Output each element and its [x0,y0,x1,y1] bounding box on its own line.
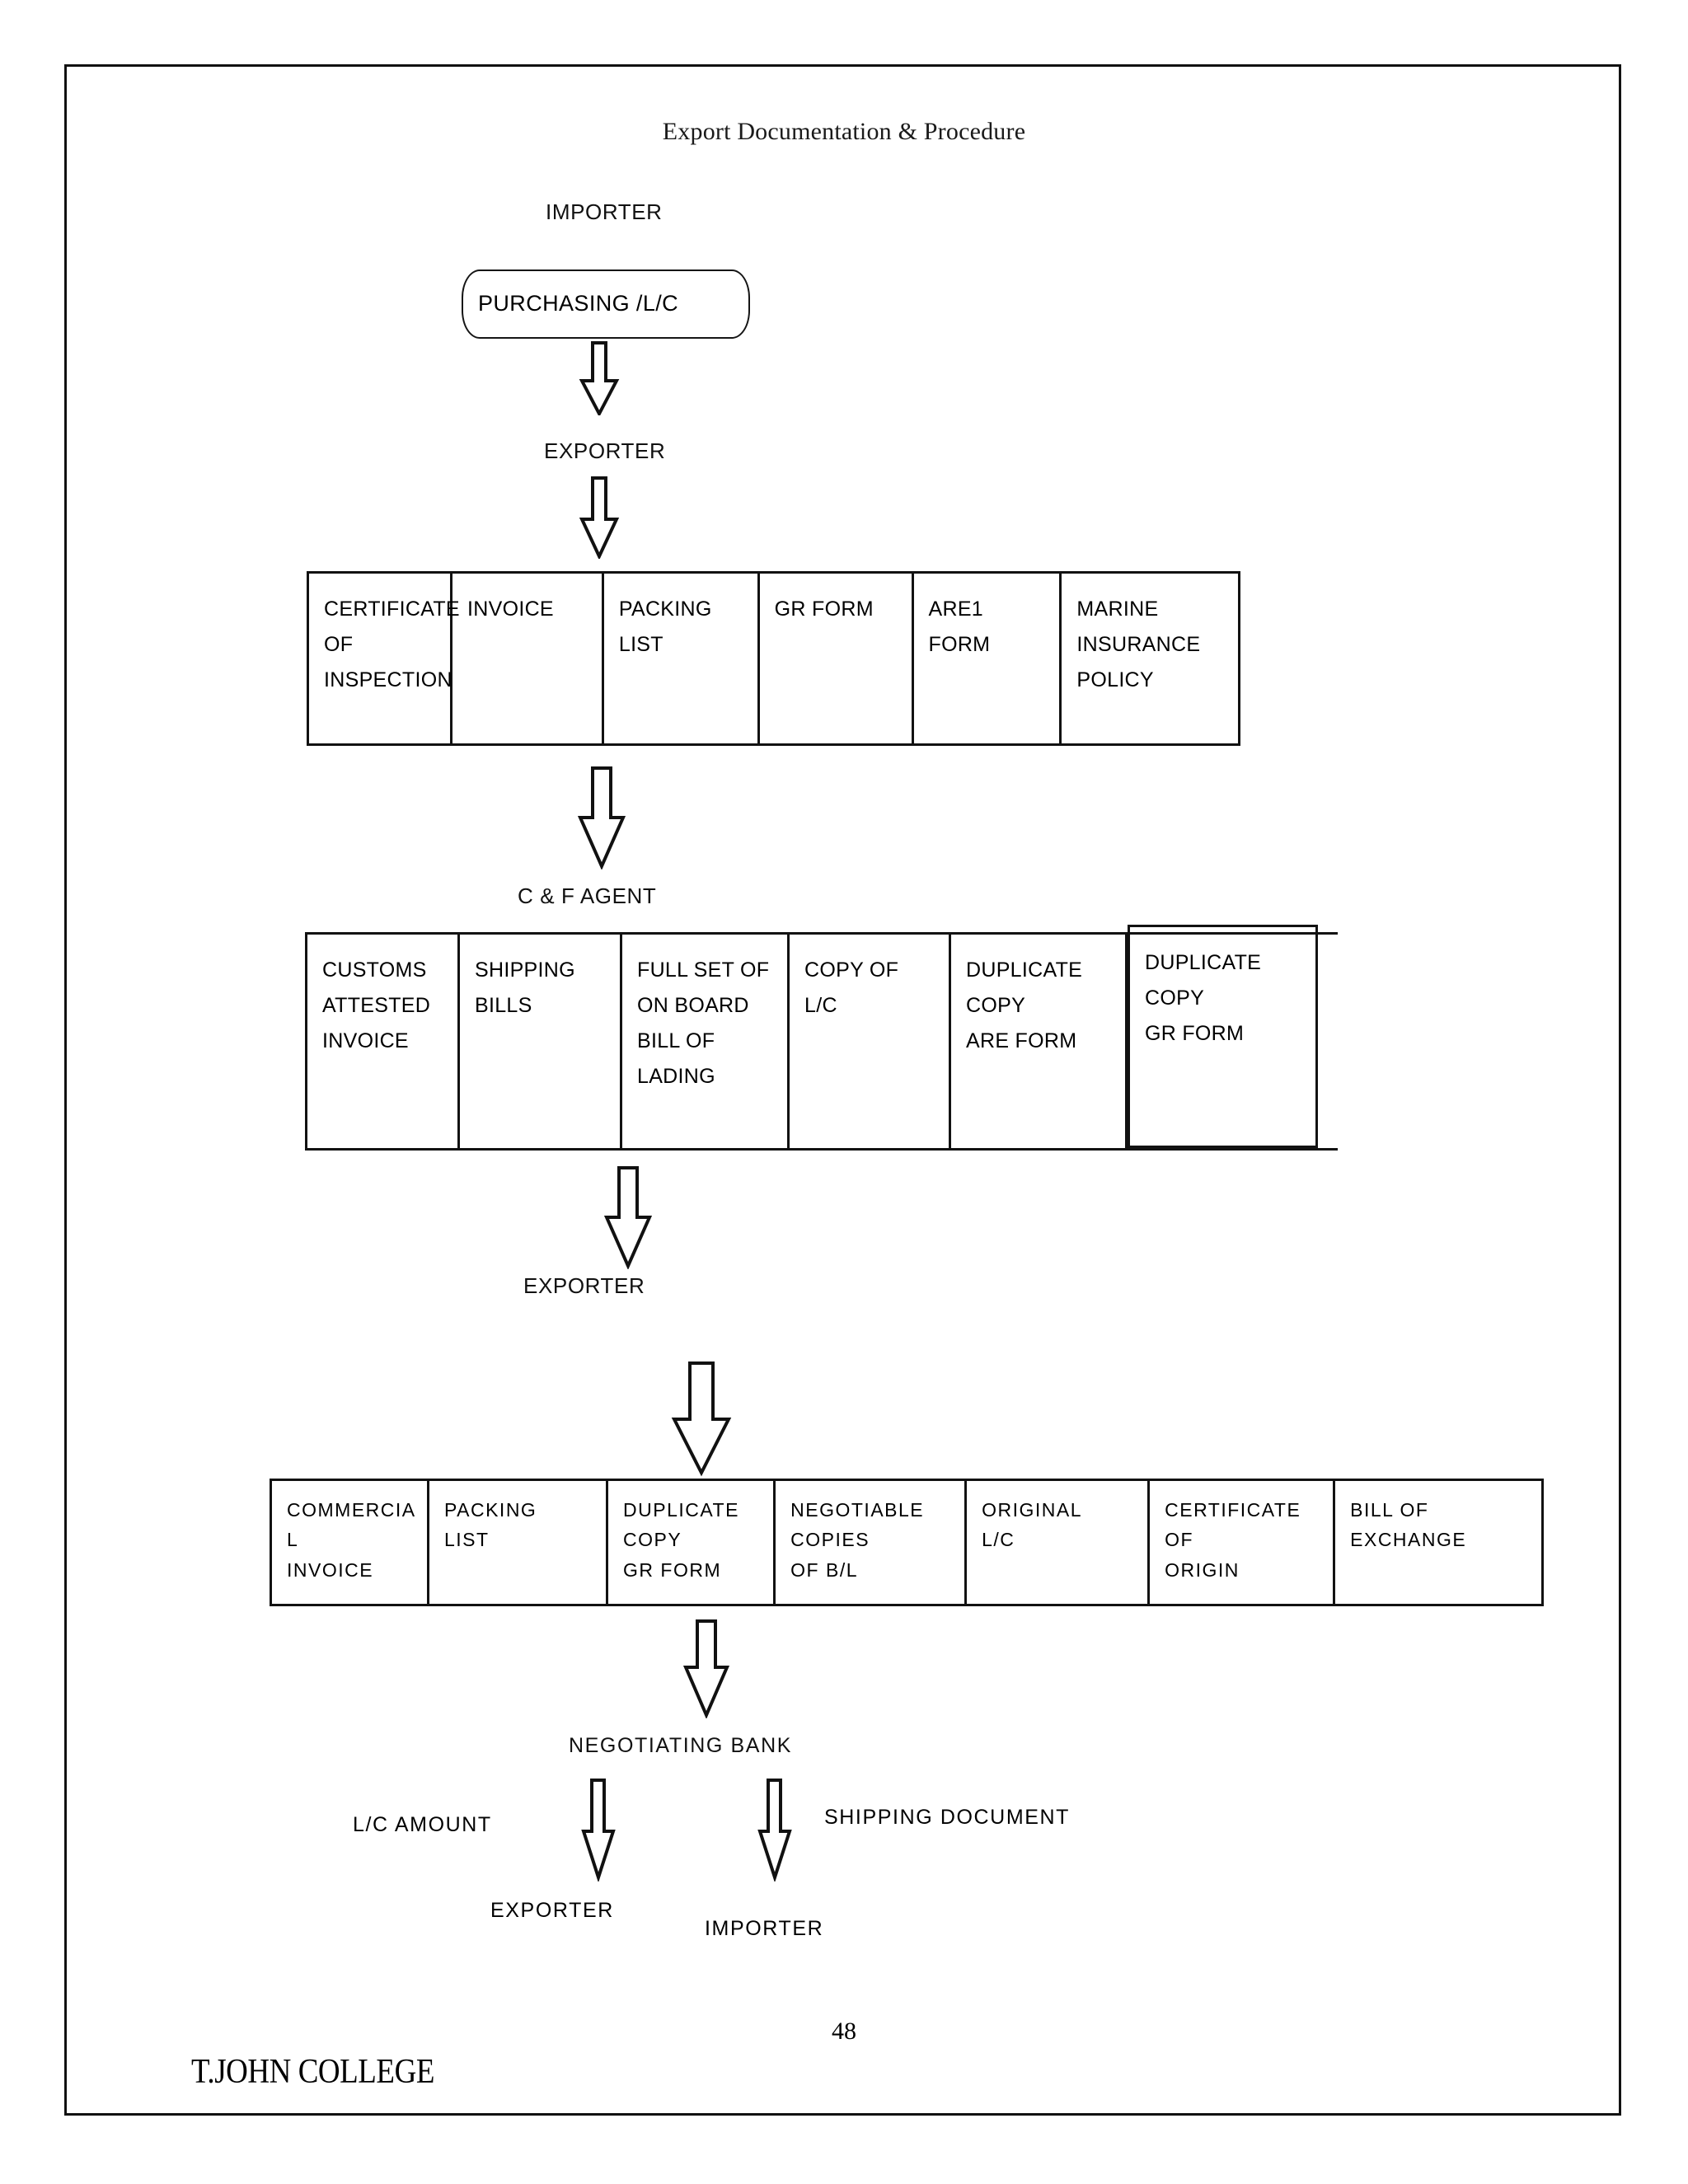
doc-cell: CUSTOMS ATTESTED INVOICE [307,935,460,1148]
flow-label-cf-agent: C & F AGENT [518,883,657,908]
flow-label-importer-2: IMPORTER [705,1917,824,1940]
doc-cell: GR FORM [760,574,914,743]
document-table-exporter: CERTIFICATE OF INSPECTION INVOICE PACKIN… [307,571,1240,746]
doc-cell: CERTIFICATE OF ORIGIN [1150,1481,1336,1604]
flow-label-lc-amount: L/C AMOUNT [353,1813,492,1836]
flow-label-importer: IMPORTER [546,199,663,224]
running-head: Export Documentation & Procedure [662,118,1026,145]
doc-cell: INVOICE [452,574,604,743]
doc-cell: COMMERCIA L INVOICE [272,1481,429,1604]
flow-label-exporter-3: EXPORTER [490,1899,614,1922]
purchasing-lc-box: PURCHASING /L/C [462,269,750,339]
flow-arrow-3 [569,766,635,869]
flow-arrow-6 [674,1619,740,1718]
flow-label-exporter-2: EXPORTER [523,1273,645,1298]
doc-cell: COPY OF L/C [790,935,951,1148]
page-border [64,64,1621,2116]
doc-cell: NEGOTIABLE COPIES OF B/L [776,1481,968,1604]
flow-arrow-4 [595,1166,661,1269]
college-name: T.JOHN COLLEGE [191,2053,434,2091]
flow-arrow-5 [666,1361,740,1477]
flow-arrow-1 [570,341,628,415]
doc-cell: PACKING LIST [429,1481,609,1604]
document-table-negotiating: COMMERCIA L INVOICE PACKING LIST DUPLICA… [270,1479,1544,1606]
doc-cell: ORIGINAL L/C [967,1481,1151,1604]
flow-arrow-lc-amount [570,1779,628,1882]
flow-label-shipping-document: SHIPPING DOCUMENT [824,1806,1071,1829]
flow-label-exporter-1: EXPORTER [544,438,666,463]
document-table-cf-agent: CUSTOMS ATTESTED INVOICE SHIPPING BILLS … [305,925,1338,1151]
doc-cell: DUPLICATE COPY GR FORM [608,1481,776,1604]
doc-cell: ARE1 FORM [914,574,1062,743]
purchasing-lc-text: PURCHASING /L/C [478,291,679,316]
doc-cell: FULL SET OF ON BOARD BILL OF LADING [622,935,790,1148]
doc-cell: CERTIFICATE OF INSPECTION [309,574,460,743]
flow-arrow-2 [570,476,628,559]
page-number: 48 [832,2018,856,2045]
doc-cell: BILL OF EXCHANGE [1350,1499,1467,1551]
flow-arrow-shipping-document [747,1779,804,1882]
flow-label-negotiating-bank: NEGOTIATING BANK [569,1734,792,1757]
doc-cell: DUPLICATE COPY GR FORM [1128,925,1318,1148]
doc-cell: SHIPPING BILLS [460,935,622,1148]
doc-cell: PACKING LIST [604,574,760,743]
doc-cell: MARINE INSURANCE POLICY [1076,598,1201,691]
doc-cell: DUPLICATE COPY ARE FORM [951,935,1128,1148]
